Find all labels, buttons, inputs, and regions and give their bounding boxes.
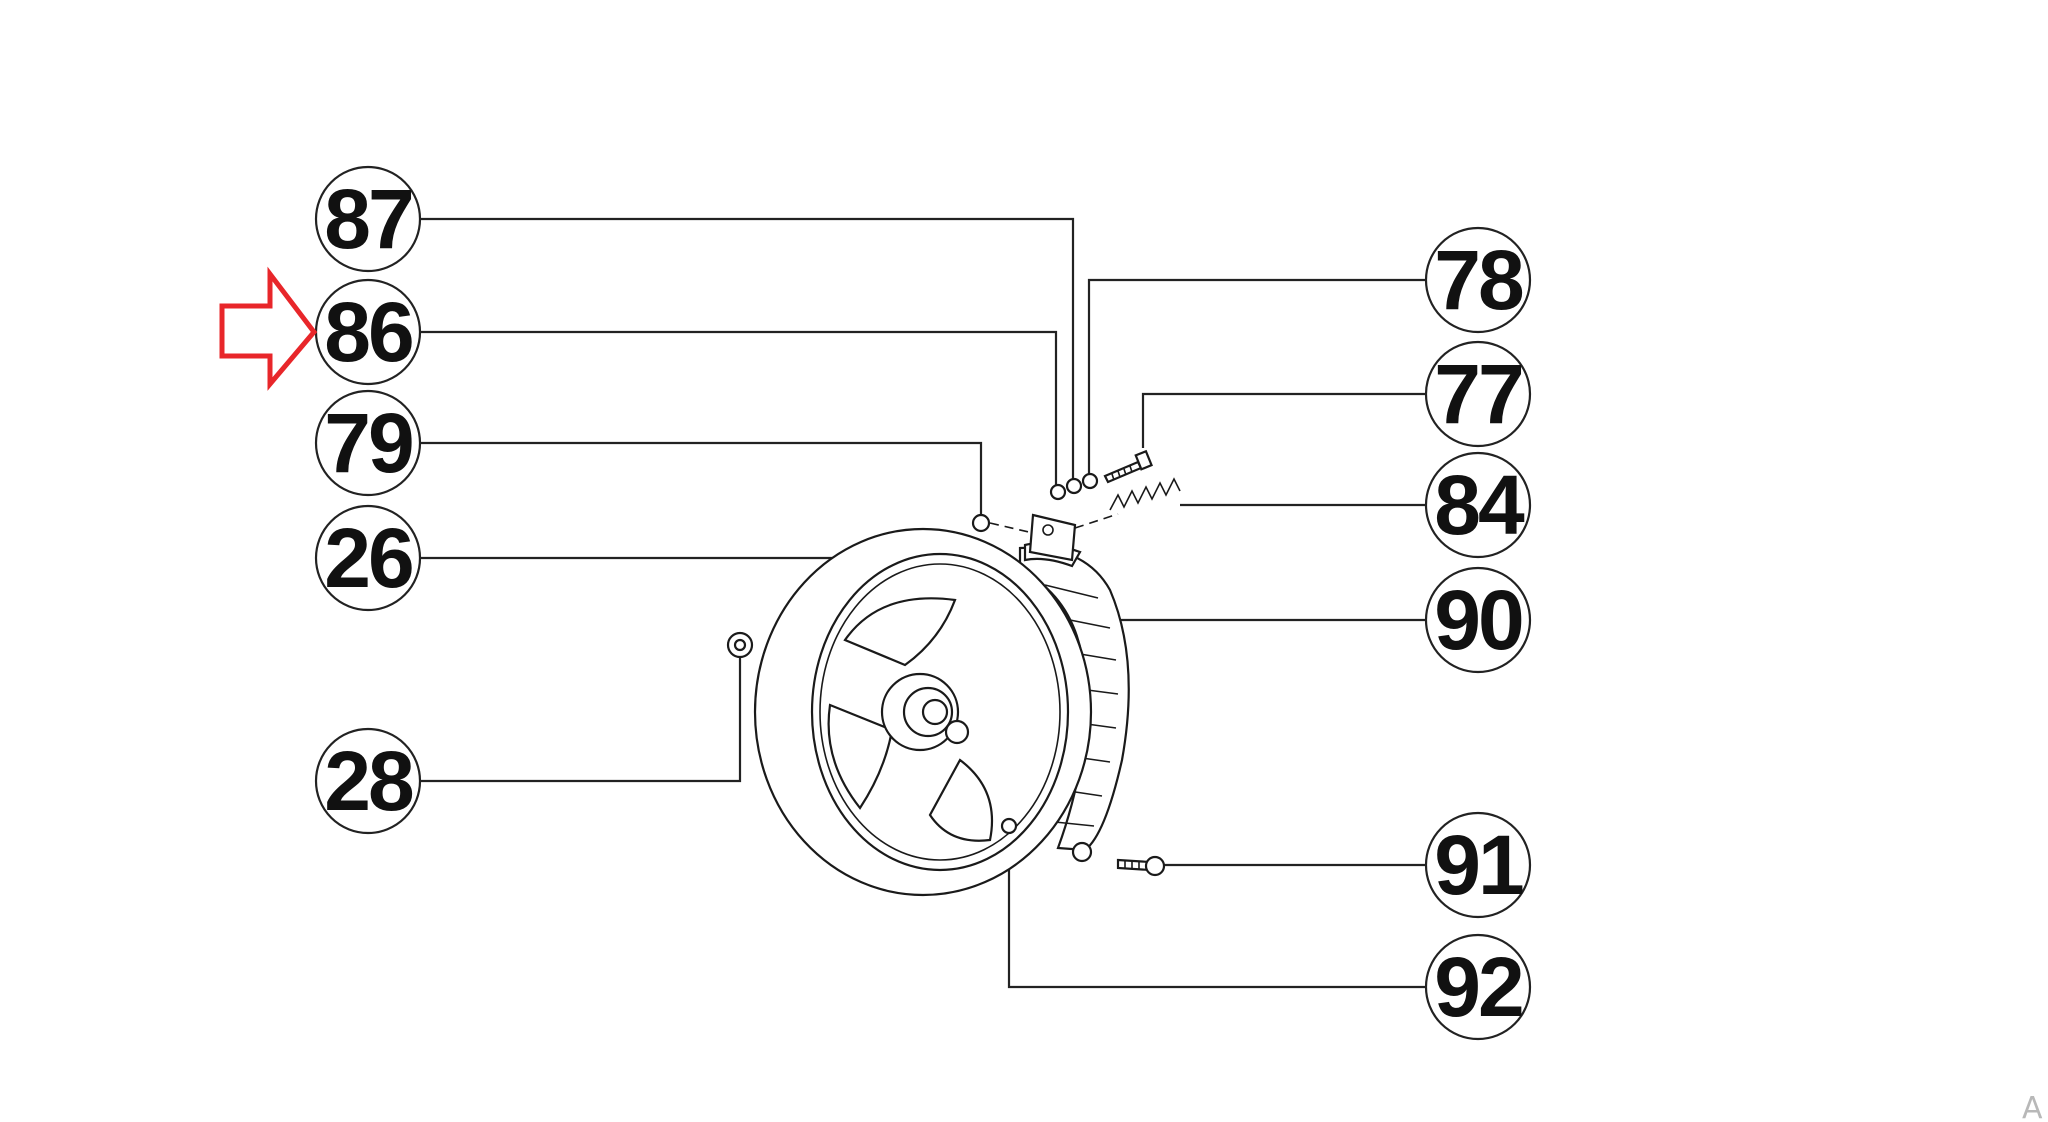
- lower-nut-part: [1000, 817, 1018, 835]
- nut-part: [726, 631, 754, 659]
- leader-92: [1007, 830, 1428, 989]
- leader-77: [1141, 392, 1428, 448]
- callout-circle: [1424, 340, 1532, 448]
- callout-circle: [314, 389, 422, 497]
- callout-label: 28: [324, 734, 413, 828]
- callout-circle: [314, 727, 422, 835]
- callout-87: 87: [314, 165, 422, 273]
- callout-92: 92: [1424, 933, 1532, 1041]
- callout-circle: [1424, 451, 1532, 559]
- callout-circle: [1424, 226, 1532, 334]
- callout-circle: [314, 504, 422, 612]
- callout-label: 84: [1434, 458, 1525, 552]
- corner-mark: A: [2022, 1091, 2043, 1122]
- callout-label: 26: [324, 511, 412, 605]
- callout-77: 77: [1424, 340, 1532, 448]
- callout-label: 90: [1434, 573, 1522, 667]
- callout-circle: [1424, 811, 1532, 919]
- callout-label: 77: [1434, 347, 1522, 441]
- wheel-assembly-drawing: [726, 449, 1181, 897]
- callout-28: 28: [314, 727, 422, 835]
- leader-28: [420, 652, 742, 783]
- leader-78: [1087, 278, 1428, 478]
- spring-part: [1109, 477, 1181, 511]
- callout-label: 91: [1434, 818, 1523, 912]
- callout-circle: [1424, 566, 1532, 674]
- callout-label: 87: [324, 172, 412, 266]
- callout-91: 91: [1424, 811, 1532, 919]
- leader-86: [420, 330, 1058, 488]
- callout-label: 92: [1434, 940, 1522, 1034]
- bracket-part: [989, 513, 1119, 562]
- callout-circle: [314, 165, 422, 273]
- callout-label: 79: [324, 396, 412, 490]
- highlight-arrow-icon: [219, 266, 318, 391]
- wheel-part: [753, 527, 1093, 897]
- leader-87: [420, 217, 1075, 482]
- leader-79: [420, 441, 983, 517]
- callout-90: 90: [1424, 566, 1532, 674]
- callout-86: 86: [314, 278, 422, 386]
- bolt-part: [1103, 449, 1153, 484]
- leader-lines: [420, 217, 1428, 989]
- small-nut-part: [971, 513, 991, 533]
- callout-label: 86: [324, 285, 412, 379]
- callout-84: 84: [1424, 451, 1532, 559]
- lower-bolt-part: [1116, 855, 1166, 877]
- washers-part: [1049, 472, 1099, 501]
- callout-label: 78: [1434, 233, 1523, 327]
- callout-78: 78: [1424, 226, 1532, 334]
- callout-circle: [1424, 933, 1532, 1041]
- callout-79: 79: [314, 389, 422, 497]
- callout-26: 26: [314, 504, 422, 612]
